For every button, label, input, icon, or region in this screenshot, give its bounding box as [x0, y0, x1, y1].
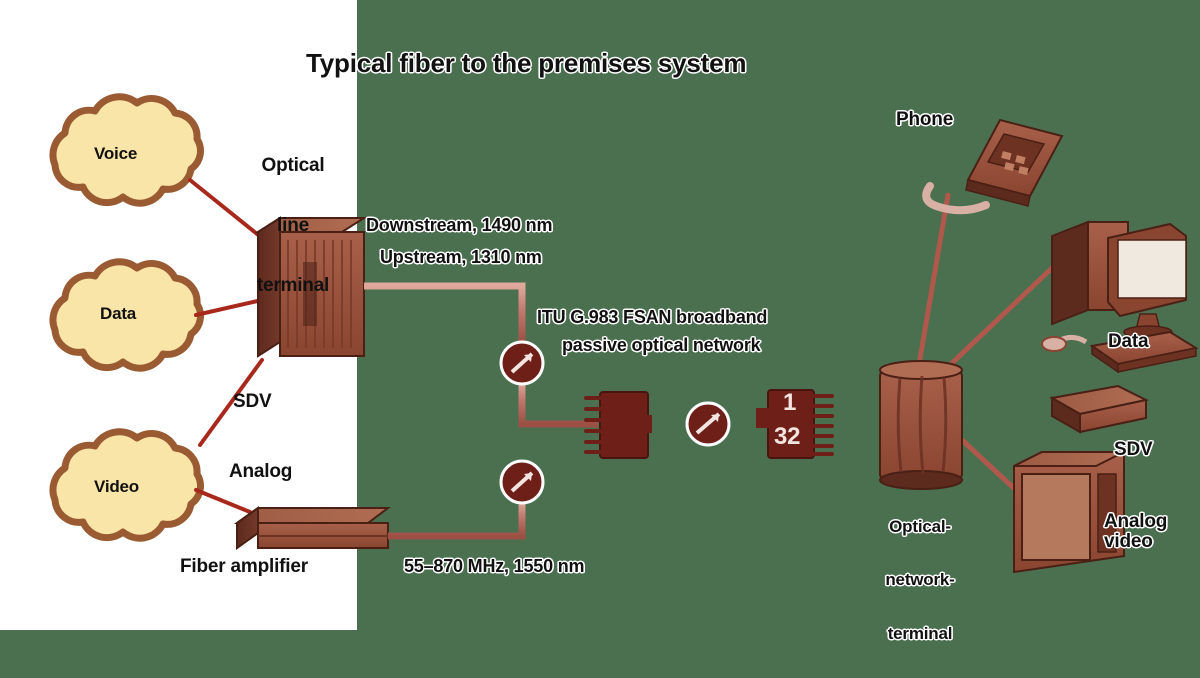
- splitter-ratio-numerator: 1: [783, 389, 797, 416]
- olt-label-line1: Optical: [261, 154, 325, 176]
- cloud-data-shape: [49, 258, 204, 372]
- annotation-pon-line1: ITU G.983 FSAN broadband: [537, 307, 768, 327]
- label-fiber-amplifier: Fiber amplifier: [180, 556, 308, 577]
- ont-label-line3: terminal: [887, 623, 953, 643]
- endpoint-label-phone: Phone: [896, 109, 954, 130]
- link-label-analog: Analog: [229, 461, 293, 482]
- endpoint-label-sdv: SDV: [1114, 439, 1153, 460]
- endpoint-label-data: Data: [1108, 331, 1149, 352]
- olt-label-line3: terminal: [256, 274, 330, 296]
- laser-symbol-downstream: [499, 340, 545, 386]
- diagram-graphics: [49, 93, 1199, 574]
- fiber-amplifier-shape: [233, 506, 391, 550]
- phone-shape: [922, 118, 1064, 215]
- link-label-sdv: SDV: [233, 391, 272, 412]
- cloud-label-video: Video: [94, 477, 139, 496]
- optical-line-terminal-shape: [254, 216, 368, 358]
- annotation-rf-overlay: 55–870 MHz, 1550 nm: [404, 556, 585, 576]
- cloud-video-shape: [49, 428, 204, 542]
- annotation-downstream: Downstream, 1490 nm: [366, 215, 553, 235]
- cloud-label-voice: Voice: [94, 144, 138, 163]
- cloud-voice-shape: [49, 93, 204, 207]
- splitter-ratio-denominator: 32: [774, 423, 801, 450]
- optical-amplifier-symbol: [685, 401, 731, 447]
- endpoint-label-analog-video: Analog video: [1104, 511, 1168, 552]
- label-optical-network-terminal: Optical- network- terminal: [860, 482, 980, 678]
- annotation-pon-line2: passive optical network: [562, 335, 761, 355]
- computer-shape: [1041, 220, 1199, 374]
- annotation-upstream: Upstream, 1310 nm: [380, 247, 542, 267]
- page-title: Typical fiber to the premises system: [306, 48, 747, 78]
- sdv-box-shape: [1049, 384, 1150, 434]
- laser-symbol-analog: [499, 459, 545, 505]
- ont-label-line2: network-: [885, 570, 955, 590]
- ont-label-line1: Optical-: [889, 516, 951, 536]
- television-shape: [1013, 451, 1125, 574]
- diagram-canvas: Typical fiber to the premises system Voi…: [0, 0, 1199, 642]
- optical-network-terminal-shape: [879, 360, 963, 490]
- cloud-label-data: Data: [100, 304, 137, 323]
- label-optical-line-terminal: Optical line terminal: [238, 116, 348, 335]
- olt-label-line2: line: [277, 214, 309, 236]
- optical-splitter-shape: [756, 389, 834, 459]
- source-feeder-lines: [188, 178, 264, 514]
- wdm-combiner-shape: [584, 391, 652, 459]
